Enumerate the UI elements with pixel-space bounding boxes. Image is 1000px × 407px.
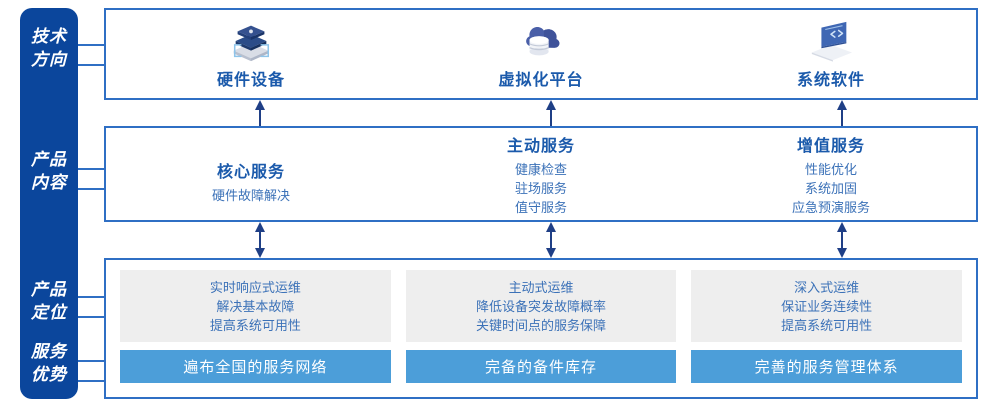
rail-label-line1: 技术 (31, 27, 67, 46)
positioning-line: 关键时间点的服务保障 (476, 317, 607, 333)
server-stack-icon (233, 25, 270, 62)
positioning-line: 提高系统可用性 (209, 317, 301, 333)
service-item: 应急预演服务 (791, 199, 870, 215)
category-rail (20, 8, 78, 399)
service-column-core[interactable]: 核心服务 硬件故障解决 (106, 128, 396, 220)
positioning-line: 降低设备突发故障概率 (476, 298, 607, 314)
positioning-line: 深入式运维 (794, 279, 860, 295)
positioning-advantage-panel: 实时响应式运维 解决基本故障 提高系统可用性 主动式运维 降低设备突发故障概率 … (104, 258, 978, 399)
connector-line (78, 188, 105, 190)
connector-line (78, 44, 105, 46)
positioning-line: 解决基本故障 (216, 298, 295, 314)
service-item: 值守服务 (514, 199, 567, 215)
rail-label-line1: 服务 (31, 342, 67, 361)
advantage-bar-management[interactable]: 完善的服务管理体系 (691, 350, 963, 383)
rail-label-product-content: 产品 内容 (20, 148, 78, 194)
tech-column-hardware[interactable]: 硬件设备 (106, 10, 396, 98)
connector-line (78, 360, 105, 362)
laptop-code-icon (811, 21, 853, 62)
connector-line (78, 168, 105, 170)
service-title: 主动服务 (506, 137, 575, 155)
service-item: 硬件故障解决 (211, 187, 290, 203)
tech-column-virtualization[interactable]: 虚拟化平台 (396, 10, 686, 98)
service-column-valueadd[interactable]: 增值服务 性能优化 系统加固 应急预演服务 (686, 128, 976, 220)
service-title: 增值服务 (796, 137, 865, 155)
tech-column-software[interactable]: 系统软件 (686, 10, 976, 98)
positioning-line: 提高系统可用性 (781, 317, 873, 333)
rail-label-line2: 定位 (31, 303, 67, 322)
arrow-bidirectional-icon (546, 222, 556, 258)
arrow-up-icon (837, 100, 847, 126)
rail-label-tech-direction: 技术 方向 (20, 25, 78, 71)
tech-title: 硬件设备 (216, 72, 285, 89)
rail-label-line2: 内容 (31, 173, 67, 192)
service-item: 系统加固 (804, 180, 857, 196)
advantage-bar-spareparts[interactable]: 完备的备件库存 (405, 350, 677, 383)
positioning-line: 实时响应式运维 (209, 279, 301, 295)
connector-line (78, 380, 105, 382)
advantage-row: 遍布全国的服务网络 完备的备件库存 完善的服务管理体系 (120, 350, 963, 383)
product-content-panel: 核心服务 硬件故障解决 主动服务 健康检查 驻场服务 值守服务 增值服务 性能优… (104, 126, 978, 222)
tech-title: 虚拟化平台 (498, 72, 584, 89)
positioning-line: 主动式运维 (508, 279, 574, 295)
connector-line (78, 64, 105, 66)
positioning-card-realtime[interactable]: 实时响应式运维 解决基本故障 提高系统可用性 (120, 270, 391, 342)
rail-label-line2: 方向 (31, 50, 67, 69)
service-column-proactive[interactable]: 主动服务 健康检查 驻场服务 值守服务 (396, 128, 686, 220)
arrow-bidirectional-icon (255, 222, 265, 258)
service-item: 性能优化 (804, 161, 857, 177)
arrow-bidirectional-icon (837, 222, 847, 258)
tech-title: 系统软件 (796, 72, 865, 89)
rail-label-service-advantage: 服务 优势 (20, 340, 78, 386)
arrow-up-icon (546, 100, 556, 126)
positioning-line: 保证业务连续性 (781, 298, 873, 314)
rail-label-line1: 产品 (31, 280, 67, 299)
rail-label-line2: 优势 (31, 365, 67, 384)
advantage-bar-network[interactable]: 遍布全国的服务网络 (120, 350, 391, 383)
positioning-row: 实时响应式运维 解决基本故障 提高系统可用性 主动式运维 降低设备突发故障概率 … (120, 270, 963, 342)
positioning-card-deep[interactable]: 深入式运维 保证业务连续性 提高系统可用性 (691, 270, 963, 342)
arrow-up-icon (255, 100, 265, 126)
connector-line (78, 296, 105, 298)
service-item: 健康检查 (514, 161, 567, 177)
service-item: 驻场服务 (514, 180, 567, 196)
tech-direction-panel: 硬件设备 虚拟化平台 (104, 8, 978, 100)
positioning-card-proactive[interactable]: 主动式运维 降低设备突发故障概率 关键时间点的服务保障 (405, 270, 677, 342)
rail-label-line1: 产品 (31, 150, 67, 169)
connector-line (78, 316, 105, 318)
rail-label-product-position: 产品 定位 (20, 278, 78, 324)
service-title: 核心服务 (216, 163, 285, 181)
cloud-database-icon (526, 27, 560, 56)
